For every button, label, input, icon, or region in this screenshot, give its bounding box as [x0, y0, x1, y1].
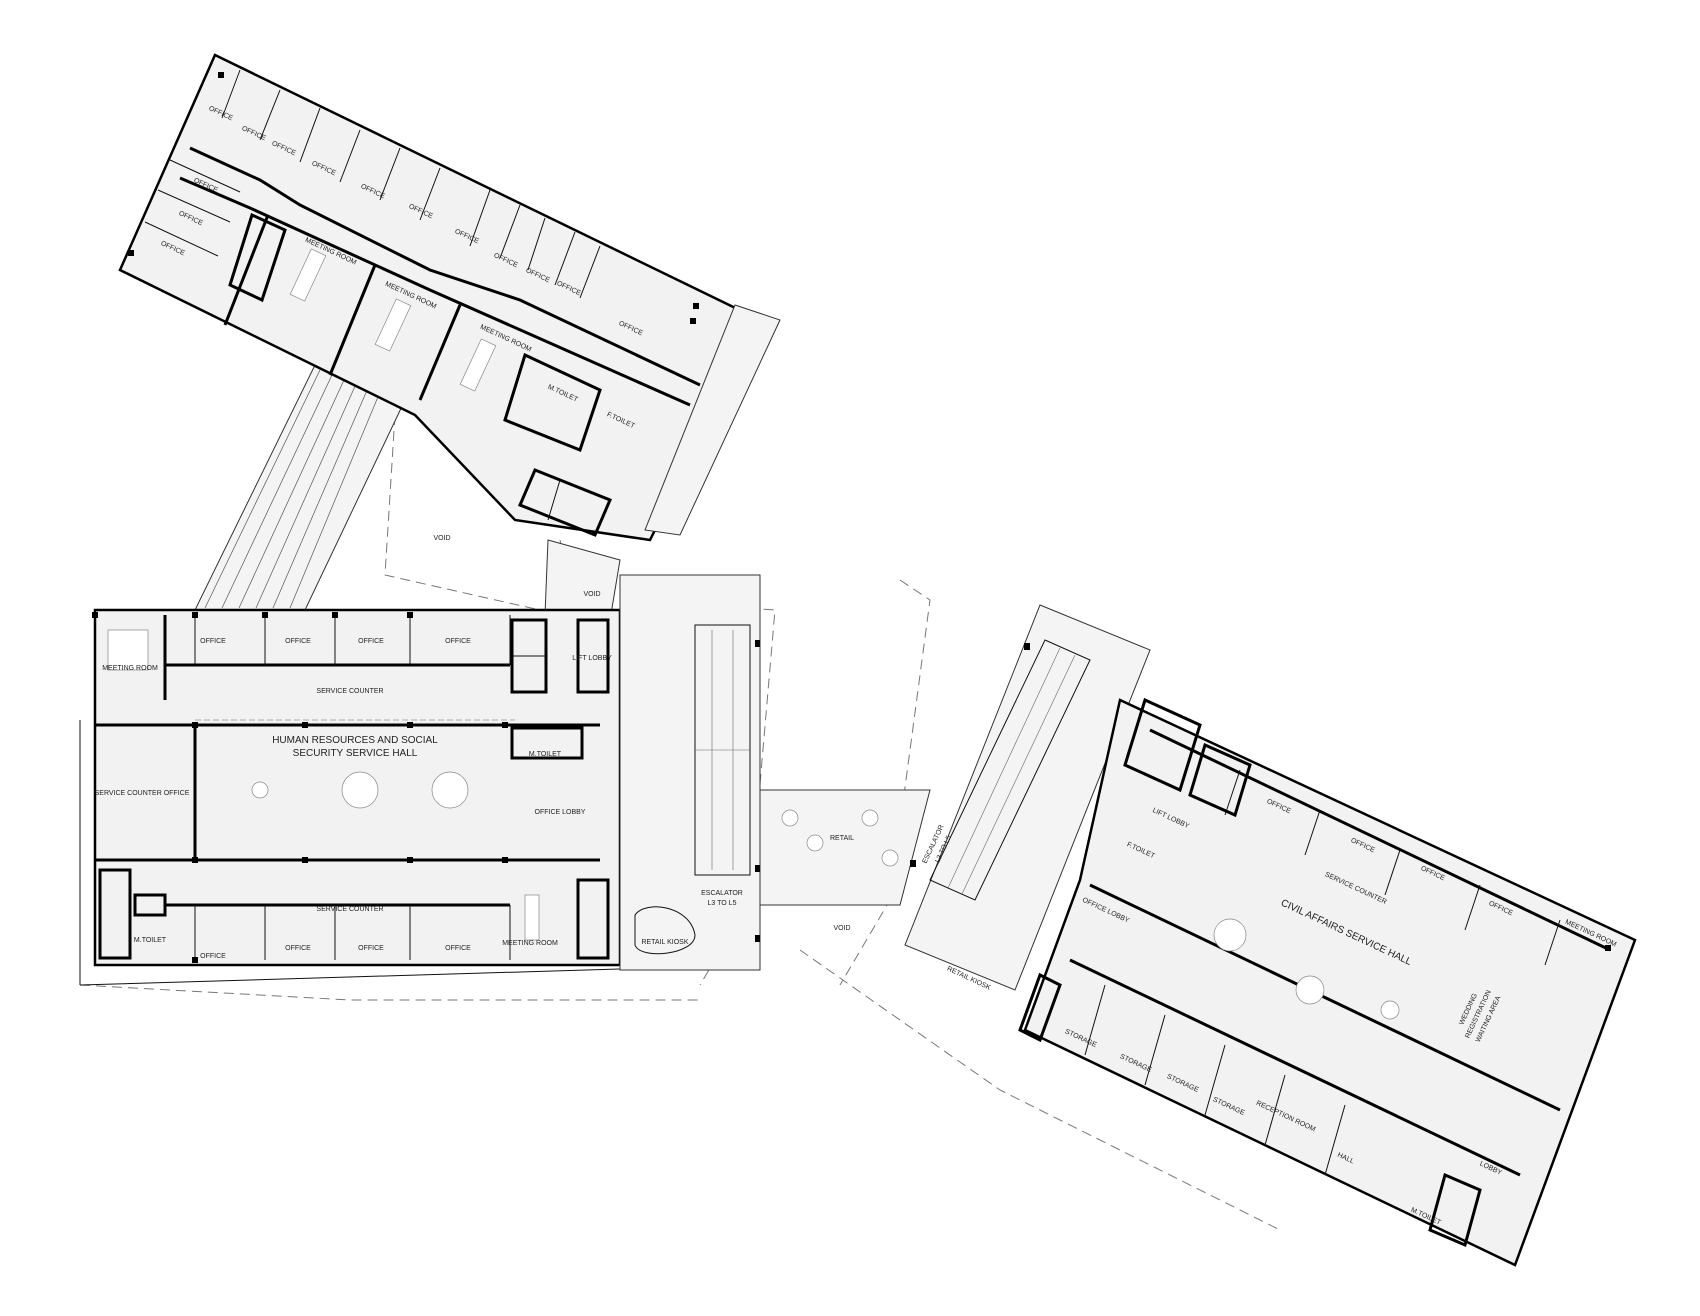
- west-service-counter-bottom-label: SERVICE COUNTER: [316, 906, 383, 913]
- west-office-b3-label: OFFICE: [358, 945, 384, 952]
- west-lift-lobby-label: LIFT LOBBY: [572, 655, 612, 662]
- west-void-label: VOID: [583, 591, 600, 598]
- west-office-t1-label: OFFICE: [200, 638, 226, 645]
- west-hall-line2-label: SECURITY SERVICE HALL: [293, 748, 418, 759]
- west-meeting-top-label: MEETING ROOM: [102, 665, 158, 672]
- west-office-b1-label: OFFICE: [200, 953, 226, 960]
- center-retail-kiosk-label: RETAIL KIOSK: [641, 939, 688, 946]
- center-retail-label: RETAIL: [830, 835, 854, 842]
- west-office-t3-label: OFFICE: [358, 638, 384, 645]
- west-office-lobby-label: OFFICE LOBBY: [535, 809, 586, 816]
- north-connector: [544, 539, 621, 621]
- west-office-t4-label: OFFICE: [445, 638, 471, 645]
- west-meeting-bottom-label: MEETING ROOM: [502, 940, 558, 947]
- west-service-counter-office-label: SERVICE COUNTER OFFICE: [95, 790, 190, 797]
- center-void-label: VOID: [833, 925, 850, 932]
- north-void-label: VOID: [433, 535, 450, 542]
- east-wing: ESCALATOR L3 TO L5 RETAIL KIOSK LIFT LOB…: [904, 604, 1637, 1267]
- center-escalator-line1-label: ESCALATOR: [701, 890, 743, 897]
- center-escalator-line2-label: L3 TO L5: [708, 900, 737, 907]
- link-bridge: [194, 364, 406, 611]
- north-wing: OFFICE OFFICE OFFICE OFFICE OFFICE OFFIC…: [118, 53, 781, 542]
- west-office-b4-label: OFFICE: [445, 945, 471, 952]
- west-office-b2-label: OFFICE: [285, 945, 311, 952]
- west-m-toilet-bottom-label: M.TOILET: [134, 937, 167, 944]
- center-block: ESCALATOR L3 TO L5 RETAIL RETAIL KIOSK V…: [619, 574, 931, 971]
- west-service-counter-top-label: SERVICE COUNTER: [316, 688, 383, 695]
- west-office-t2-label: OFFICE: [285, 638, 311, 645]
- west-m-toilet-top-label: M.TOILET: [529, 751, 562, 758]
- west-wing: OFFICE OFFICE OFFICE OFFICE MEETING ROOM…: [79, 608, 756, 986]
- west-hall-line1-label: HUMAN RESOURCES AND SOCIAL: [272, 735, 438, 746]
